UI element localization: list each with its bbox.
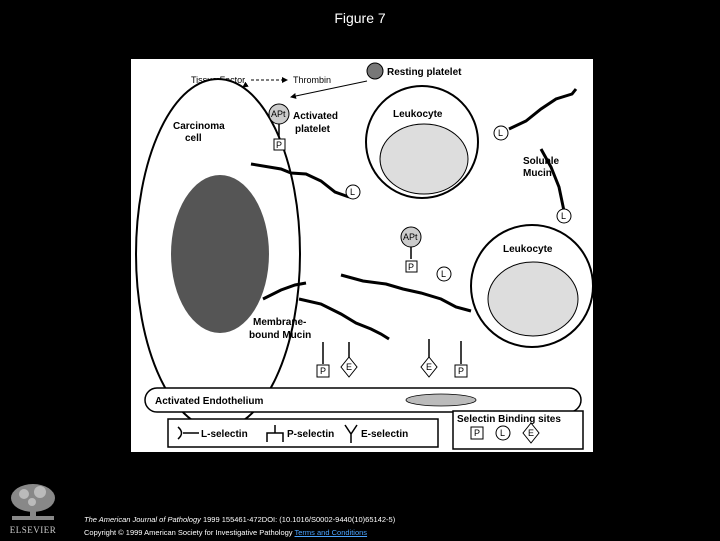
leukocyte-top-label: Leukocyte <box>393 109 443 120</box>
figure-diagram: Tissue Factor Thrombin Resting platelet … <box>131 59 593 452</box>
l-selectin-site-3-label: L <box>561 211 566 221</box>
resting-platelet-icon <box>366 62 384 80</box>
l-selectin-site-3 <box>556 208 572 224</box>
journal-name: The American Journal of Pathology <box>84 515 201 524</box>
membrane-mucin-label-1: Membrane- <box>253 317 306 328</box>
endothelium-p-badge-2 <box>454 364 468 378</box>
activated-platelet-label-1: Activated <box>293 111 338 122</box>
p-selectin-badge-mid-label: P <box>408 262 414 272</box>
carcinoma-nucleus <box>171 175 269 333</box>
resting-platelet-label: Resting platelet <box>387 67 462 78</box>
p-selectin-legend-label: P-selectin <box>287 429 334 440</box>
l-selectin-icon <box>177 426 199 440</box>
carcinoma-label-2: cell <box>185 133 202 144</box>
citation-block: The American Journal of Pathology 1999 1… <box>84 513 395 539</box>
binding-site-p-label: P <box>474 428 480 438</box>
copyright-line: Copyright © 1999 American Society for In… <box>84 526 395 539</box>
leukocyte-top-nucleus <box>379 123 469 195</box>
binding-site-p-icon <box>470 426 484 440</box>
l-selectin-site-1 <box>345 184 361 200</box>
endothelium-p-badge-2-label: P <box>458 366 464 376</box>
endothelium-e-badge-1-label: E <box>346 362 352 372</box>
soluble-mucin-label-1: Soluble <box>523 156 560 167</box>
membrane-mucin-label-2: bound Mucin <box>249 330 311 341</box>
l-selectin-site-2-label: L <box>498 128 503 138</box>
activated-platelet-apt: APt <box>271 109 286 119</box>
activated-platelet-mid-apt: APt <box>403 232 418 242</box>
endothelium-e-badge-2-label: E <box>426 362 432 372</box>
figure-title: Figure 7 <box>334 10 386 26</box>
p-selectin-icon <box>266 425 284 442</box>
soluble-mucin-strand-2a <box>508 88 578 131</box>
p-selectin-badge-mid <box>405 260 418 273</box>
soluble-mucin-strand-3 <box>340 273 472 313</box>
endothelium-nucleus <box>405 393 477 407</box>
endothelium-e-badge-1 <box>340 356 358 378</box>
l-selectin-site-2 <box>493 125 509 141</box>
activated-endothelium <box>144 387 582 413</box>
e-selectin-icon <box>344 424 358 443</box>
soluble-mucin-strand-1 <box>250 162 350 199</box>
elsevier-wordmark: ELSEVIER <box>10 525 57 535</box>
soluble-mucin-label-2: Mucin <box>523 168 552 179</box>
copyright-text: Copyright © 1999 American Society for In… <box>84 528 293 537</box>
schematic-diagram: Tissue Factor Thrombin Resting platelet … <box>135 62 593 450</box>
carcinoma-label-1: Carcinoma <box>173 121 225 132</box>
binding-sites-title: Selectin Binding sites <box>457 414 561 425</box>
elsevier-logo: ELSEVIER <box>4 480 62 536</box>
elsevier-tree-icon: ELSEVIER <box>4 480 62 536</box>
activated-platelet-label-2: platelet <box>295 124 331 135</box>
citation-text: 1999 155461-472DOI: (10.1016/S0002-9440(… <box>202 515 396 524</box>
endothelium-p-badge-1 <box>316 364 330 378</box>
leukocyte-right-label: Leukocyte <box>503 244 553 255</box>
soluble-mucin-strand-2b <box>539 148 566 212</box>
binding-site-l-label: L <box>500 428 505 438</box>
p-selectin-badge-top <box>273 138 286 151</box>
l-selectin-legend-label: L-selectin <box>201 429 248 440</box>
terms-link[interactable]: Terms and Conditions <box>294 528 368 537</box>
l-selectin-site-4-label: L <box>441 269 446 279</box>
endothelium-p-badge-1-label: P <box>320 366 326 376</box>
citation-line: The American Journal of Pathology 1999 1… <box>84 513 395 526</box>
binding-site-e-icon <box>522 422 540 444</box>
membrane-mucin-strand-1 <box>262 281 307 301</box>
binding-site-l-icon <box>495 425 511 441</box>
binding-site-e-label: E <box>528 428 534 438</box>
leukocyte-right-nucleus <box>487 261 579 337</box>
membrane-mucin-strand-2 <box>298 297 390 341</box>
l-selectin-site-4 <box>436 266 452 282</box>
activated-endothelium-label: Activated Endothelium <box>155 396 263 407</box>
p-selectin-badge-top-label: P <box>276 140 282 150</box>
thrombin-activation-arrow <box>290 80 368 99</box>
l-selectin-site-1-label: L <box>350 187 355 197</box>
e-selectin-legend-label: E-selectin <box>361 429 408 440</box>
selectin-legend <box>167 418 439 448</box>
endothelium-e-badge-2 <box>420 356 438 378</box>
thrombin-label: Thrombin <box>293 75 331 85</box>
